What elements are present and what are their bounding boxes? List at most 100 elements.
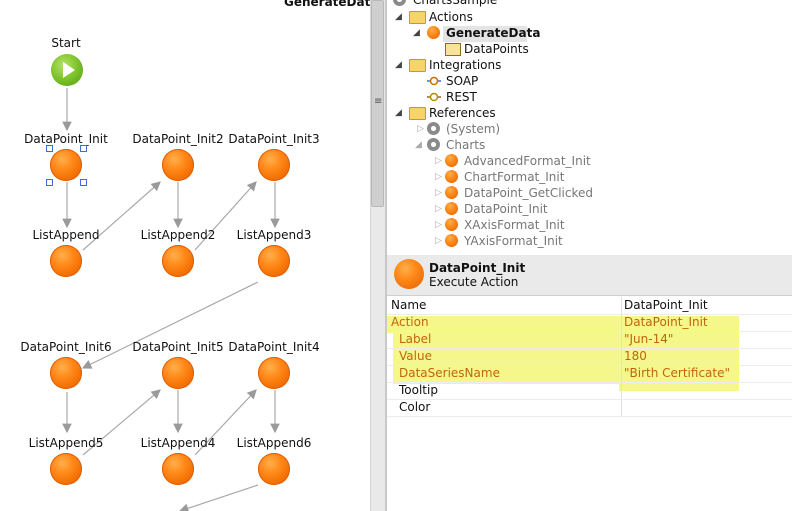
property-name: DataSeriesName [399, 366, 500, 380]
action-icon [445, 234, 458, 247]
action-icon [445, 170, 458, 183]
properties-panel: DataPoint_Init Execute Action Name DataP… [387, 255, 792, 511]
tree-item-label: (System) [446, 122, 501, 136]
properties-subtitle: Execute Action [429, 275, 519, 289]
collapsed-arrow-icon[interactable]: ▷ [435, 204, 442, 214]
property-name: Action [391, 315, 429, 329]
properties-header: DataPoint_Init Execute Action [387, 255, 792, 296]
selection-handle[interactable] [46, 145, 53, 152]
property-name: Name [391, 298, 427, 312]
property-row-value[interactable]: Value 180 [387, 348, 792, 366]
node-label: DataPoint_Init2 [132, 132, 224, 146]
expanded-arrow-icon[interactable]: ◢ [395, 60, 402, 70]
flow-canvas[interactable]: GenerateData Start DataPoint_Init DataPo… [0, 0, 370, 511]
highlight-mark [387, 316, 739, 333]
list-append-node[interactable] [50, 453, 82, 485]
execute-action-node[interactable] [50, 357, 82, 389]
expanded-arrow-icon[interactable]: ◢ [415, 140, 422, 150]
list-append-node[interactable] [50, 245, 82, 277]
property-row-name[interactable]: Name DataPoint_Init [387, 297, 792, 315]
folder-icon [409, 11, 426, 24]
tree-item-label: GenerateData [446, 26, 541, 40]
list-append-node[interactable] [258, 245, 290, 277]
collapsed-arrow-icon[interactable]: ▷ [417, 124, 424, 134]
tree-item-label: References [429, 106, 496, 120]
tree-item-label: REST [446, 90, 477, 104]
node-label: ListAppend [32, 228, 100, 242]
selection-handle[interactable] [46, 179, 53, 186]
collapsed-arrow-icon[interactable]: ▷ [435, 172, 442, 182]
tree-item-label: Integrations [429, 58, 502, 72]
action-icon [445, 154, 458, 167]
folder-icon [409, 59, 426, 72]
soap-icon [427, 76, 441, 86]
action-icon [427, 26, 440, 39]
property-value[interactable]: DataPoint_Init [624, 298, 708, 312]
property-value[interactable]: DataPoint_Init [624, 315, 708, 329]
tree-item-label: DataPoints [464, 42, 529, 56]
column-separator [621, 297, 622, 417]
tree-rows: ◢ Actions ◢ GenerateData DataPoints ◢ In… [387, 0, 792, 255]
start-label: Start [51, 36, 81, 50]
collapsed-arrow-icon[interactable]: ▷ [435, 220, 442, 230]
tree-item-label: DataPoint_Init [464, 202, 548, 216]
execute-action-node[interactable] [258, 357, 290, 389]
node-label: DataPoint_Init6 [20, 340, 112, 354]
output-parameter-icon [445, 43, 461, 56]
execute-action-node[interactable] [162, 149, 194, 181]
collapsed-arrow-icon[interactable]: ▷ [435, 236, 442, 246]
node-label: ListAppend2 [140, 228, 216, 242]
highlight-mark [393, 333, 739, 384]
highlight-mark [619, 384, 739, 391]
collapsed-arrow-icon[interactable]: ▷ [435, 188, 442, 198]
action-icon [445, 218, 458, 231]
selection-handle[interactable] [80, 179, 87, 186]
tree-item-label: AdvancedFormat_Init [464, 154, 591, 168]
connector [82, 389, 161, 456]
execute-action-node[interactable] [162, 357, 194, 389]
module-icon [393, 0, 406, 6]
folder-icon [409, 107, 426, 120]
node-label: ListAppend6 [236, 436, 312, 450]
tree-item-label: Actions [429, 10, 473, 24]
node-label: DataPoint_Init4 [228, 340, 320, 354]
splitter-grip-icon[interactable]: ≡ [374, 96, 383, 107]
rest-icon [427, 92, 441, 102]
connector [82, 181, 161, 251]
start-node-icon[interactable] [51, 54, 83, 86]
node-label: ListAppend5 [28, 436, 104, 450]
property-value[interactable]: "Birth Certificate" [624, 366, 730, 380]
selection-handle[interactable] [80, 145, 87, 152]
property-value[interactable]: 180 [624, 349, 647, 363]
list-append-node[interactable] [162, 453, 194, 485]
node-label: DataPoint_Init3 [228, 132, 320, 146]
expanded-arrow-icon[interactable]: ◢ [395, 12, 402, 22]
expanded-arrow-icon[interactable]: ◢ [413, 28, 420, 38]
module-icon [427, 122, 440, 135]
execute-action-node[interactable] [258, 149, 290, 181]
canvas-header-label: GenerateData [284, 0, 370, 9]
execute-action-node[interactable] [50, 149, 82, 181]
connector [178, 484, 259, 511]
property-row-data-series-name[interactable]: DataSeriesName "Birth Certificate" [387, 365, 792, 383]
scrollbar-thumb[interactable] [371, 0, 384, 207]
property-row-label[interactable]: Label "Jun-14" [387, 331, 792, 349]
action-icon [445, 186, 458, 199]
execute-action-icon [394, 259, 424, 289]
action-icon [445, 202, 458, 215]
property-row-color[interactable]: Color [387, 399, 792, 417]
properties-title: DataPoint_Init [429, 261, 526, 275]
property-value[interactable]: "Jun-14" [624, 332, 674, 346]
pane-divider[interactable] [385, 0, 387, 511]
property-row-action[interactable]: Action DataPoint_Init [387, 314, 792, 332]
tree-item-label: YAxisFormat_Init [464, 234, 563, 248]
tree-item-label: ChartsSample [413, 0, 498, 7]
node-label: DataPoint_Init [24, 132, 108, 146]
collapsed-arrow-icon[interactable]: ▷ [435, 156, 442, 166]
connector [194, 389, 257, 456]
list-append-node[interactable] [258, 453, 290, 485]
list-append-node[interactable] [162, 245, 194, 277]
property-row-tooltip[interactable]: Tooltip [387, 382, 792, 400]
expanded-arrow-icon[interactable]: ◢ [395, 108, 402, 118]
property-name: Label [399, 332, 432, 346]
